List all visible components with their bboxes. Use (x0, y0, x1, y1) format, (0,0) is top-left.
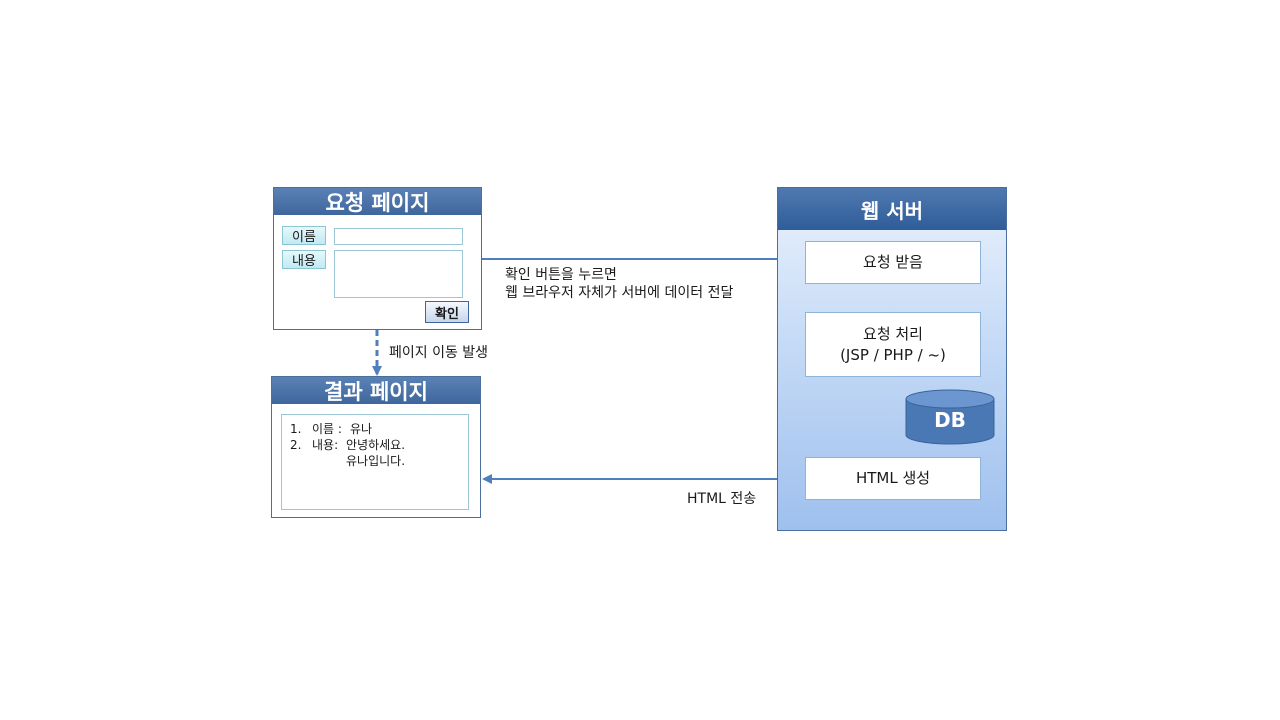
database-icon (905, 389, 995, 445)
request-page-panel: 요청 페이지 이름 내용 확인 (273, 187, 482, 330)
web-server-title: 웹 서버 (778, 188, 1006, 230)
result-content-box: 1. 이름 : 유나 2. 내용: 안녕하세요. 유나입니다. (281, 414, 469, 510)
database-cylinder: DB (905, 389, 995, 445)
result-label: 내용: (312, 438, 339, 452)
step-html-generation: HTML 생성 (805, 457, 981, 500)
result-value: 안녕하세요. (346, 438, 406, 452)
step-request-received: 요청 받음 (805, 241, 981, 284)
step-request-processing: 요청 처리 (JSP / PHP / ~) (805, 312, 981, 377)
result-page-title: 결과 페이지 (272, 377, 480, 404)
step-process-line2: (JSP / PHP / ~) (840, 345, 946, 364)
step-process-line1: 요청 처리 (863, 324, 923, 343)
confirm-button[interactable]: 확인 (425, 301, 469, 323)
result-label: 이름 : (312, 422, 342, 436)
request-page-title: 요청 페이지 (274, 188, 481, 215)
list-number (290, 453, 312, 469)
result-line: 1. 이름 : 유나 (290, 421, 468, 437)
result-value: 유나 (350, 422, 373, 436)
list-number: 1. (290, 422, 302, 436)
page-transition-caption: 페이지 이동 발생 (389, 345, 489, 361)
web-server-panel: 웹 서버 요청 받음 요청 처리 (JSP / PHP / ~) DB HTML… (777, 187, 1007, 531)
list-number: 2. (290, 438, 302, 452)
request-caption-line2: 웹 브라우저 자체가 서버에 데이터 전달 (505, 285, 734, 301)
name-input[interactable] (334, 228, 463, 245)
database-label: DB (934, 408, 966, 432)
name-label: 이름 (282, 226, 326, 245)
request-caption-line1: 확인 버튼을 누르면 (505, 267, 617, 283)
result-line: 2. 내용: 안녕하세요. (290, 437, 468, 453)
content-label: 내용 (282, 250, 326, 269)
result-label (312, 453, 346, 469)
response-caption: HTML 전송 (687, 491, 757, 507)
result-line: 유나입니다. (290, 453, 468, 469)
result-value: 유나입니다. (346, 454, 406, 468)
content-textarea[interactable] (334, 250, 463, 298)
result-page-panel: 결과 페이지 1. 이름 : 유나 2. 내용: 안녕하세요. 유나입니다. (271, 376, 481, 518)
request-caption: 확인 버튼을 누르면 웹 브라우저 자체가 서버에 데이터 전달 (505, 266, 733, 302)
